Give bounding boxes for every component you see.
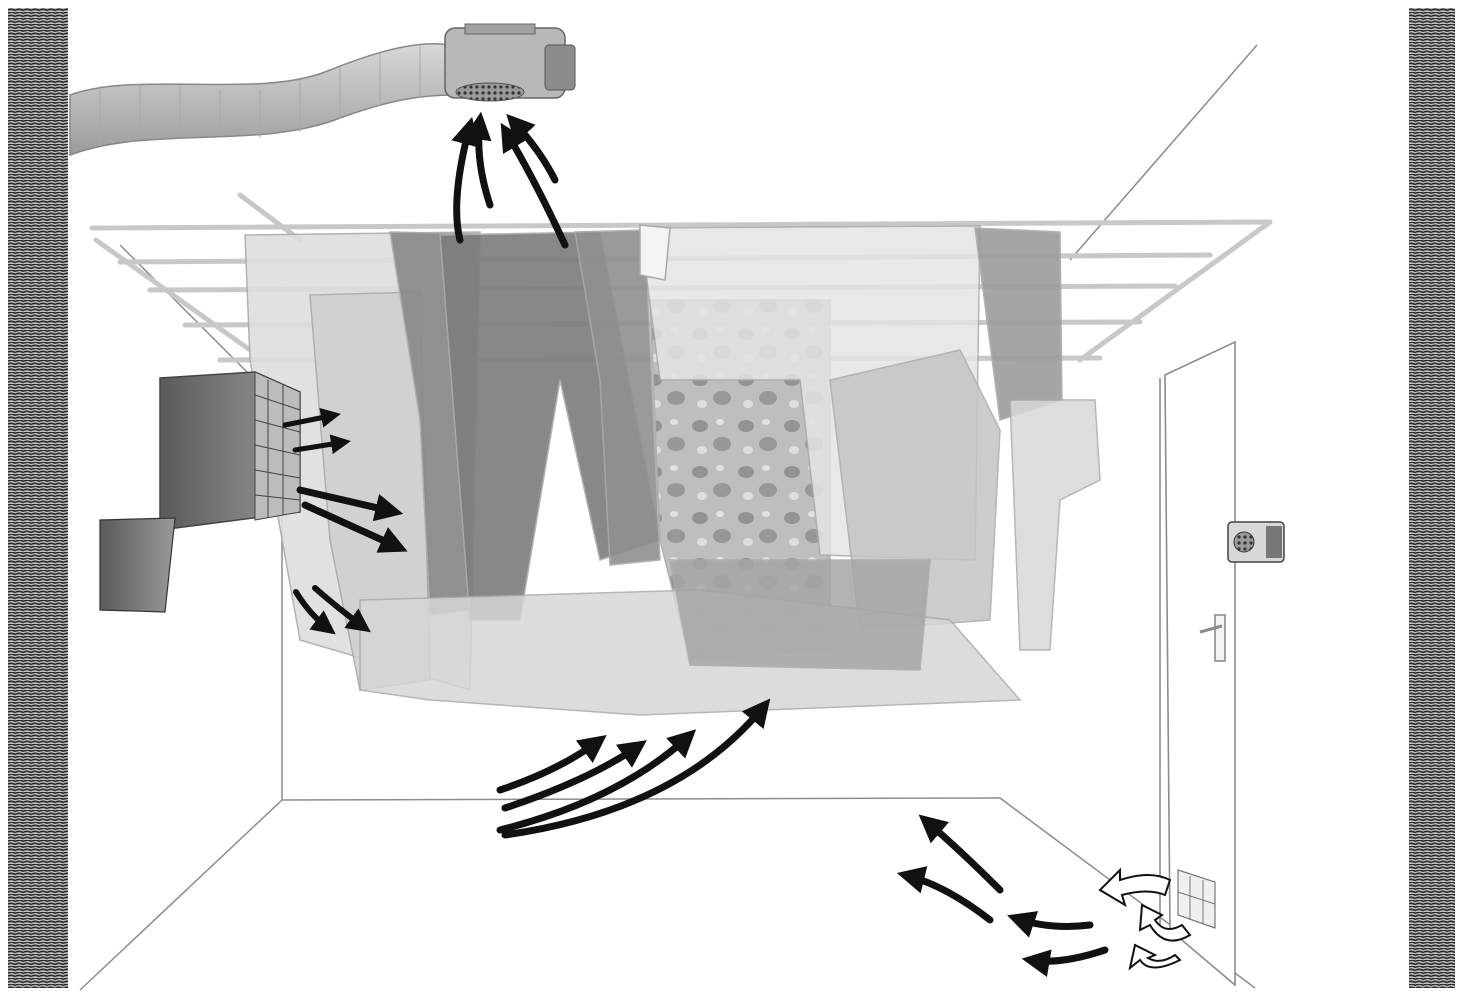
flexible-duct-icon: [70, 44, 455, 155]
right-garment: [975, 228, 1062, 420]
left-wall-band: [8, 8, 68, 988]
wall-dehumidifier-icon: [100, 372, 300, 612]
airflow-arrow-icon: [1130, 945, 1180, 968]
airflow-arrow-icon: [905, 875, 990, 920]
airflow-arrow-icon: [925, 820, 1000, 890]
airflow-arrow-icon: [457, 125, 470, 240]
airflow-arrow-icon: [479, 120, 490, 205]
hanging-laundry: [245, 225, 1100, 715]
peg-cloth: [640, 225, 670, 280]
wall-control-unit-icon: [1228, 522, 1284, 562]
airflow-arrow-icon: [1030, 950, 1105, 961]
towel-dark: [670, 560, 930, 670]
airflow-arrow-icon: [500, 740, 600, 790]
ceiling-exhaust-fan-icon: [445, 24, 575, 101]
right-shirt: [1010, 400, 1100, 650]
airflow-arrow-icon: [1015, 918, 1090, 926]
right-wall-band: [1409, 8, 1455, 988]
